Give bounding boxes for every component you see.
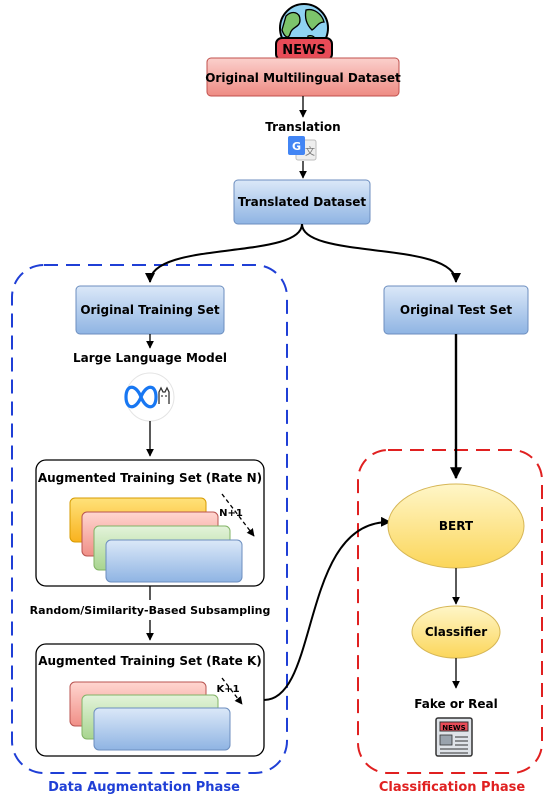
- fake-or-real-label: Fake or Real: [414, 697, 498, 711]
- translated-dataset-label: Translated Dataset: [238, 195, 367, 209]
- news-badge: NEWS: [275, 37, 333, 61]
- svg-text:文: 文: [305, 145, 315, 158]
- k-plus-1-label: K+1: [216, 684, 239, 695]
- aug-n-layer-4: [105, 539, 243, 583]
- original-training-set-label: Original Training Set: [80, 303, 220, 317]
- augmented-n-label: Augmented Training Set (Rate N): [38, 471, 262, 485]
- bert-node: BERT: [387, 483, 525, 569]
- llm-label: Large Language Model: [73, 351, 227, 365]
- meta-llama-icon: [124, 372, 175, 422]
- original-dataset-box: Original Multilingual Dataset: [205, 57, 401, 97]
- original-training-set-box: Original Training Set: [75, 285, 225, 335]
- newspaper-badge-text: NEWS: [442, 724, 465, 732]
- translation-label: Translation: [265, 120, 340, 134]
- classifier-node: Classifier: [411, 605, 501, 659]
- translate-icon-letter: G: [292, 140, 301, 153]
- newspaper-icon: NEWS: [435, 717, 473, 757]
- subsampling-label: Random/Similarity-Based Subsampling: [30, 604, 271, 617]
- augmented-training-set-k: Augmented Training Set (Rate K) K+1: [35, 643, 265, 757]
- bert-label: BERT: [439, 519, 474, 533]
- augmented-training-set-n: Augmented Training Set (Rate N) N+1: [35, 459, 265, 587]
- original-test-set-label: Original Test Set: [400, 303, 512, 317]
- data-augmentation-phase-label: Data Augmentation Phase: [48, 780, 240, 795]
- original-test-set-box: Original Test Set: [383, 285, 529, 335]
- classification-phase-label: Classification Phase: [379, 780, 525, 795]
- original-dataset-label: Original Multilingual Dataset: [205, 71, 401, 85]
- translated-dataset-box: Translated Dataset: [233, 179, 371, 225]
- news-badge-text: NEWS: [282, 43, 325, 58]
- aug-k-layer-3: [93, 707, 231, 751]
- augmented-k-label: Augmented Training Set (Rate K): [38, 654, 262, 668]
- classifier-label: Classifier: [425, 625, 487, 639]
- n-plus-1-label: N+1: [219, 508, 243, 519]
- google-translate-icon: 文 G: [288, 136, 317, 161]
- classification-phase-container: [357, 449, 543, 774]
- data-augmentation-phase-container: [11, 264, 288, 774]
